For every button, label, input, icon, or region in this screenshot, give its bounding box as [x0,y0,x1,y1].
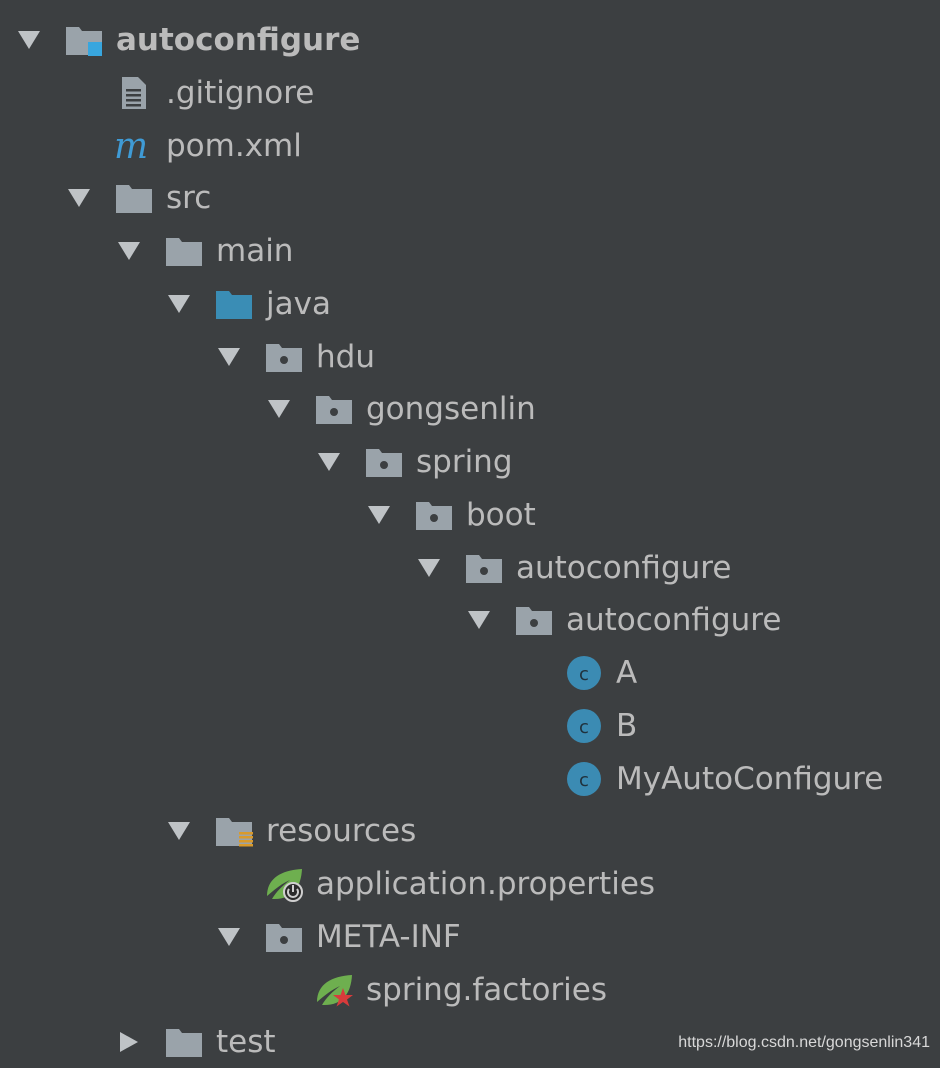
tree-row-label: .gitignore [166,74,315,111]
svg-text:c: c [579,664,589,685]
tree-row-label: META-INF [316,918,461,955]
tree-row[interactable]: c MyAutoConfigure [0,753,940,805]
package-icon [516,607,552,636]
tree-row[interactable]: main [0,225,940,277]
tree-row[interactable]: autoconfigure [0,14,940,66]
tree-row-label: gongsenlin [366,391,536,428]
tree-row[interactable]: hdu [0,331,940,383]
expand-arrow-down-icon[interactable] [316,450,342,474]
tree-row[interactable]: autoconfigure [0,594,940,646]
expand-arrow-down-icon[interactable] [166,819,192,843]
tree-row[interactable]: .gitignore [0,67,940,119]
tree-row[interactable]: gongsenlin [0,383,940,435]
tree-row-label: java [266,285,331,322]
tree-row[interactable]: resources [0,805,940,857]
module-folder-icon [66,27,102,56]
tree-row-label: spring.factories [366,971,608,1008]
tree-row-label: autoconfigure [116,22,361,58]
expand-arrow-down-icon[interactable] [116,239,142,263]
source-folder-icon [216,290,252,319]
expand-arrow-down-icon[interactable] [16,28,42,52]
tree-row-label: boot [466,496,536,533]
svg-text:c: c [579,770,589,791]
watermark: https://blog.csdn.net/gongsenlin341 [678,1034,930,1051]
expand-arrow-down-icon[interactable] [466,608,492,632]
text-file-icon [122,76,146,109]
tree-row[interactable]: m pom.xml [0,120,940,172]
tree-row[interactable]: spring [0,436,940,488]
tree-row-label: MyAutoConfigure [616,760,884,797]
package-icon [366,449,402,477]
tree-row-label: test [216,1024,276,1061]
tree-row-label: hdu [316,338,375,375]
package-icon [266,923,302,952]
package-icon [266,343,302,372]
tree-row-label: resources [266,813,417,850]
expand-arrow-down-icon[interactable] [416,556,442,580]
tree-row-label: autoconfigure [516,549,732,586]
tree-row-label: A [616,655,638,691]
expand-arrow-down-icon[interactable] [166,292,192,316]
collapse-arrow-right-icon[interactable] [116,1030,142,1054]
tree-row[interactable]: test [0,1016,940,1068]
folder-icon [116,185,152,214]
class-icon: c [567,708,601,743]
tree-row[interactable]: autoconfigure [0,542,940,594]
class-icon: c [567,761,601,796]
expand-arrow-down-icon[interactable] [366,503,392,527]
tree-row[interactable]: src [0,172,940,224]
cut-off-folder-icon [60,0,100,6]
package-icon [466,554,502,583]
spring-properties-icon [267,869,303,902]
tree-row[interactable]: application.properties [0,858,940,910]
svg-text:c: c [579,717,589,738]
tree-row-label: main [216,233,294,269]
tree-row-label: src [166,180,212,217]
tree-row-label: application.properties [316,866,656,902]
tree-row[interactable]: java [0,278,940,330]
expand-arrow-down-icon[interactable] [216,925,242,949]
package-icon [416,501,452,530]
folder-icon [166,1029,202,1058]
tree-row-label: pom.xml [166,127,302,164]
tree-row-label: autoconfigure [566,602,782,639]
folder-icon [166,238,202,266]
resources-folder-icon [216,818,253,847]
tree-row[interactable]: spring.factories [0,964,940,1016]
expand-arrow-down-icon[interactable] [66,186,92,210]
svg-text:m: m [114,128,148,164]
tree-row[interactable]: boot [0,489,940,541]
spring-factories-icon [317,974,353,1006]
tree-row[interactable]: META-INF [0,911,940,963]
tree-row-label: B [616,707,638,744]
expand-arrow-down-icon[interactable] [266,397,292,421]
expand-arrow-down-icon[interactable] [216,345,242,369]
maven-icon: m [114,128,148,164]
tree-row-label: spring [416,444,513,480]
class-icon: c [567,656,601,690]
package-icon [316,396,352,425]
